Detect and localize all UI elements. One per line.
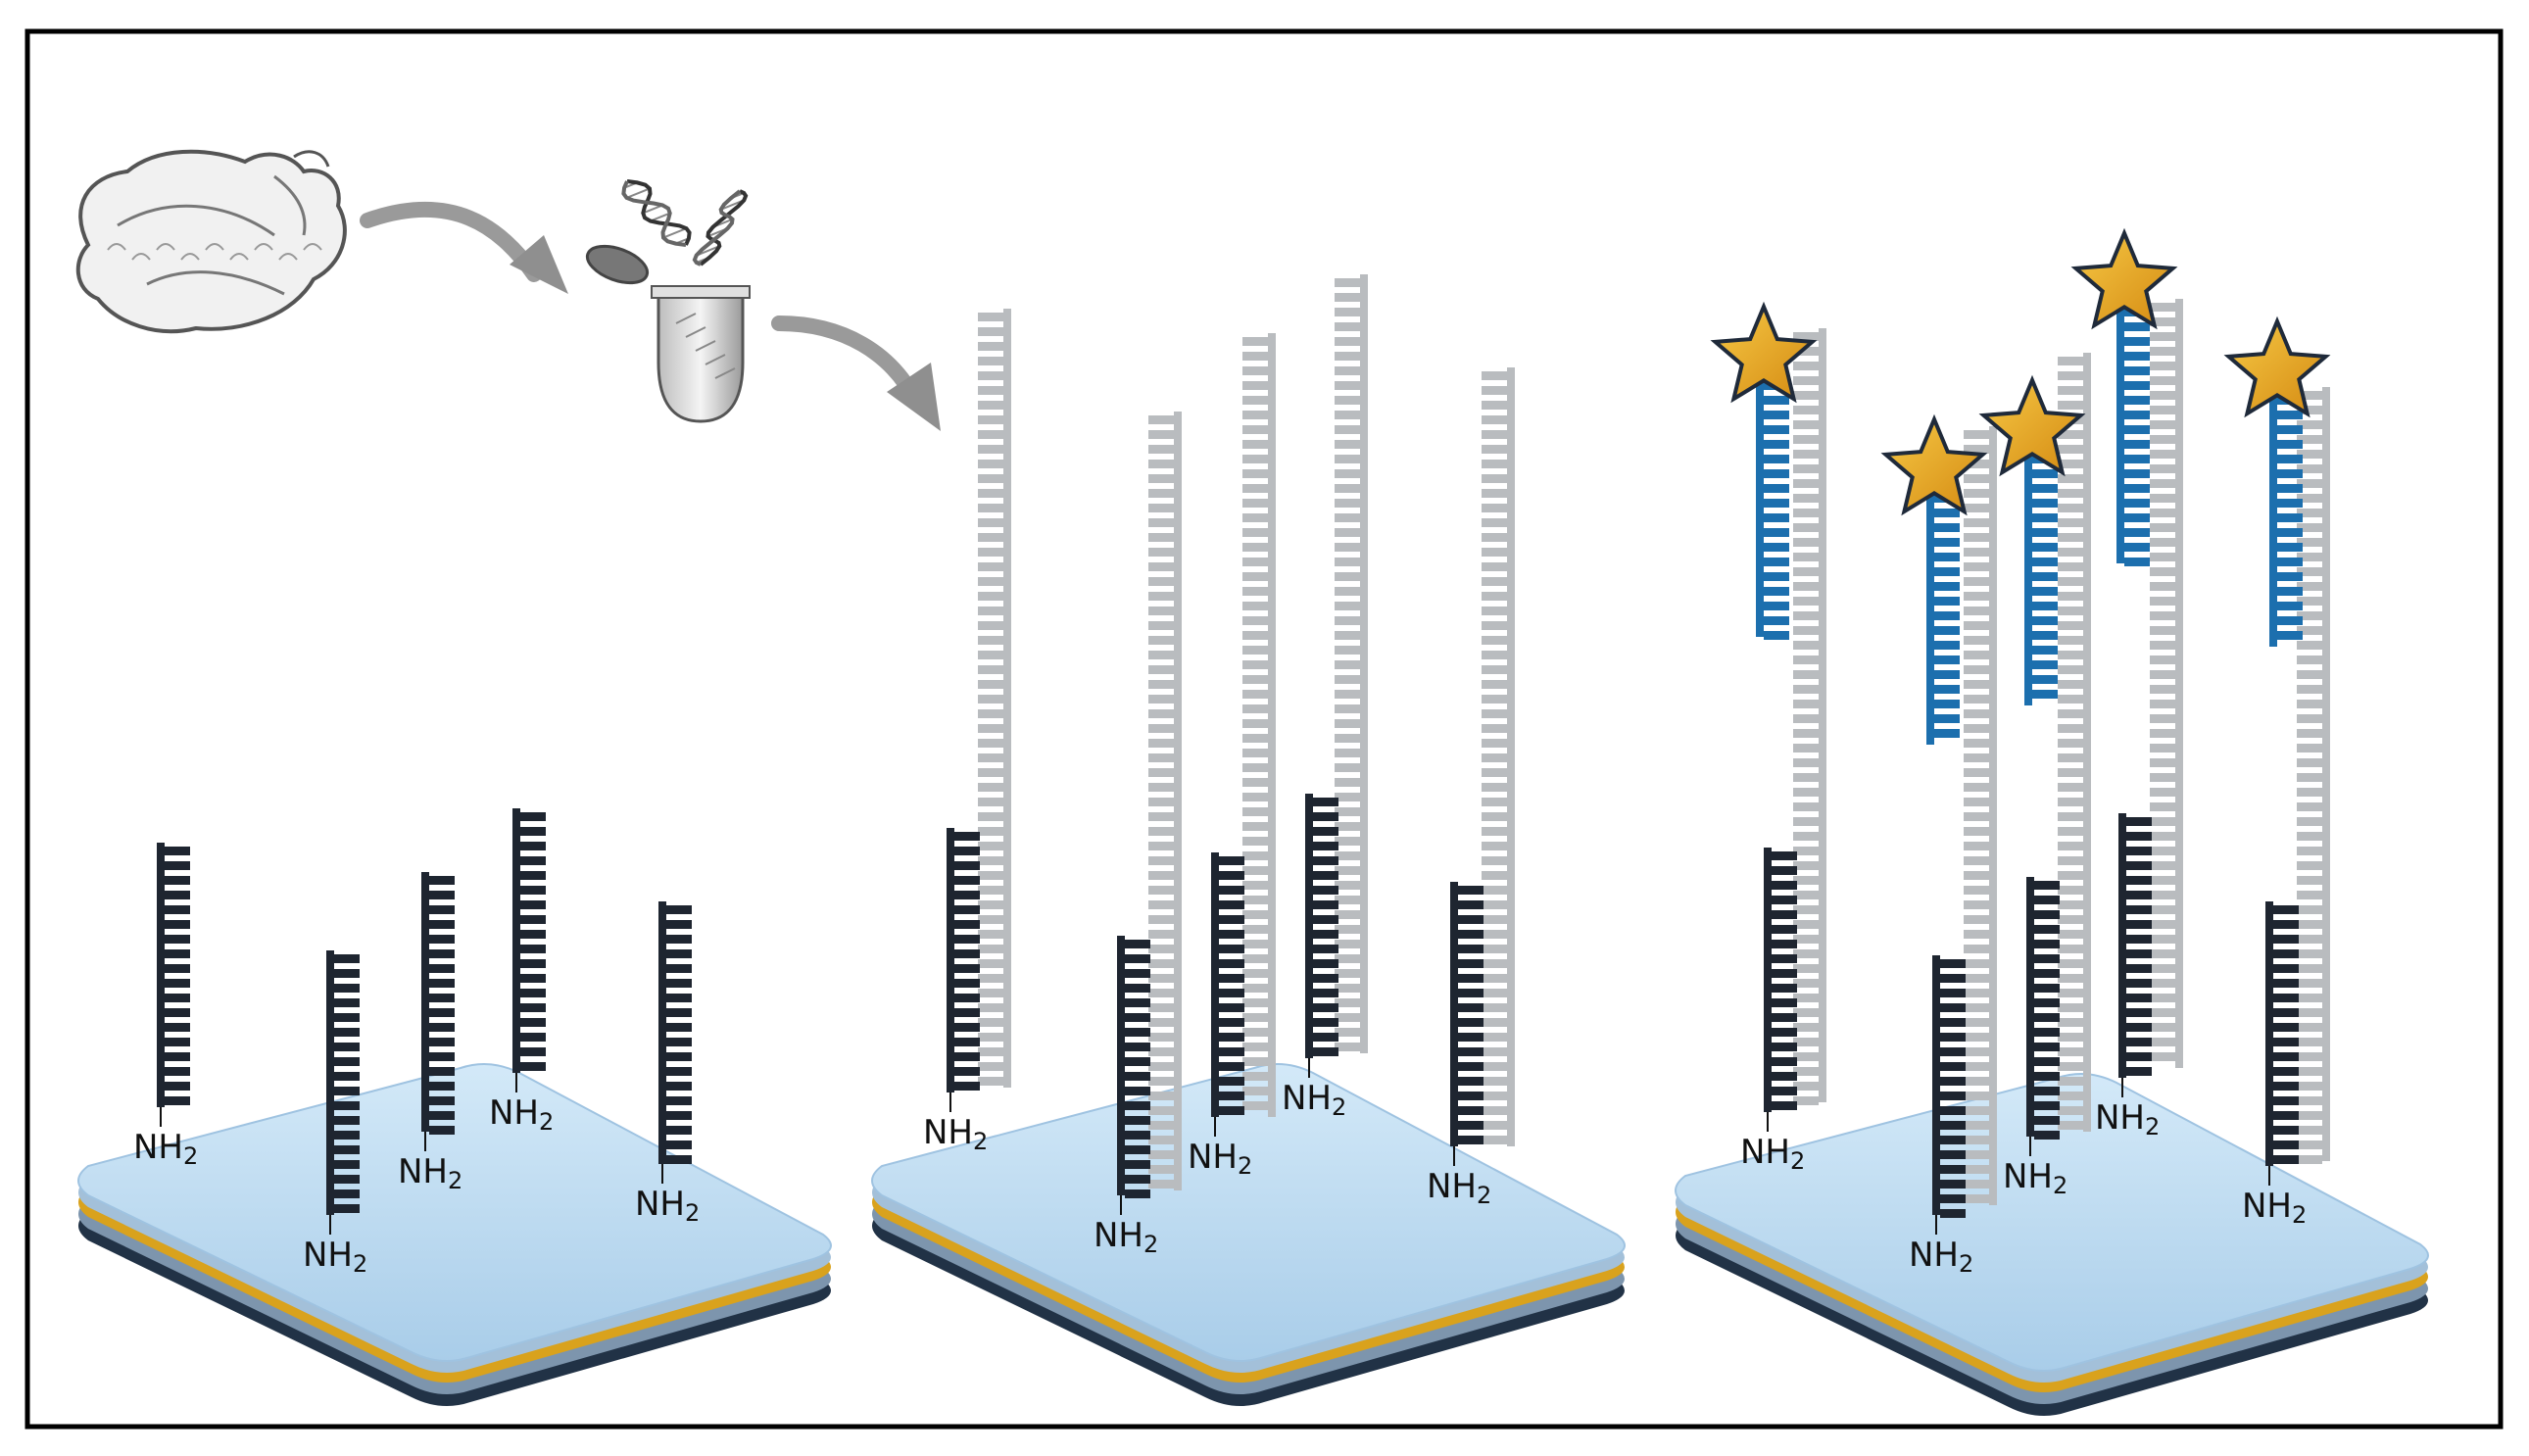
probe-strand [1764,848,1797,1112]
svg-text:NH2: NH2 [1909,1236,1973,1278]
svg-text:NH2: NH2 [1740,1133,1805,1175]
target-strand [1482,367,1515,1146]
probe-strand [1305,794,1338,1058]
fluorescent-star-icon [1978,374,2086,477]
svg-text:NH2: NH2 [133,1128,198,1170]
amine-label: NH2 [1740,1112,1805,1175]
probe-strand [1211,852,1244,1117]
reporter-strand [1756,377,1789,640]
probe-strand [1450,882,1483,1146]
fluorescent-star-icon [1710,301,1818,404]
process-arrow-icon [360,201,542,282]
amine-label: NH2 [923,1092,988,1155]
svg-text:NH2: NH2 [303,1236,367,1278]
svg-text:NH2: NH2 [923,1113,988,1155]
probe-strand [326,950,360,1215]
svg-text:NH2: NH2 [1282,1079,1346,1121]
probe-strand [658,901,692,1164]
reporter-strand [2116,304,2150,566]
probe-strand [512,808,546,1073]
target-strand [2297,387,2330,1164]
reporter-strand [2269,392,2303,647]
probe-strand [421,872,455,1135]
sensor-chip [1675,1073,2429,1416]
amine-label: NH2 [1909,1215,1973,1278]
target-strand [1242,333,1276,1117]
probe-strand [2026,877,2060,1140]
probe-strand [2118,813,2152,1078]
target-strand [1148,412,1182,1190]
target-strand [1335,274,1368,1053]
target-strand [1964,426,1997,1205]
amine-label: NH2 [1282,1058,1346,1121]
target-strand [2058,353,2091,1132]
sensor-chip [77,1063,832,1406]
figure-border [24,28,2504,1430]
sensor-chip [871,1063,1626,1406]
process-arrow-head [887,363,941,431]
reporter-strand [1926,490,1960,745]
sample-tube-icon [585,244,751,423]
probe-strand [1117,936,1150,1198]
probe-strand [1932,955,1966,1218]
amine-label: NH2 [303,1215,367,1278]
process-arrow-head [510,235,568,294]
amine-label: NH2 [133,1107,198,1170]
target-strand [978,309,1011,1088]
fluorescent-star-icon [1880,413,1988,516]
reporter-strand [2024,451,2058,705]
probe-strand [947,828,980,1092]
chicken-icon [75,149,347,334]
fluorescent-star-icon [2223,315,2331,418]
target-strand [1793,328,1826,1105]
target-strand [2150,299,2183,1068]
probe-strand [2265,901,2299,1166]
fluorescent-star-icon [2070,227,2178,330]
probe-strand [157,843,190,1107]
dna-helix-icon [621,179,749,267]
